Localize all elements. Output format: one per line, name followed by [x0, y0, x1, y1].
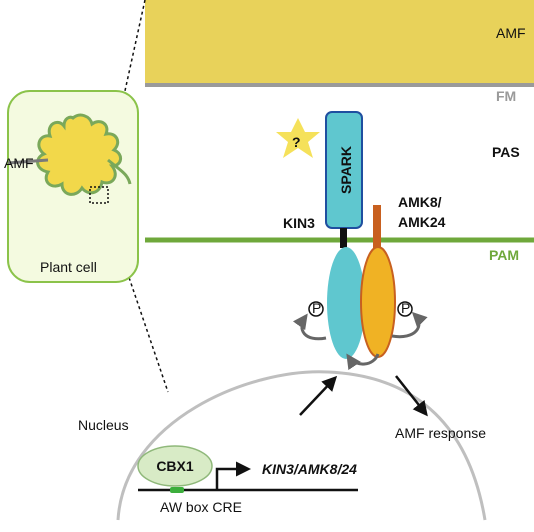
amk-label-line2: AMK24 — [398, 214, 446, 230]
question-star — [276, 118, 320, 158]
amf-in-cell-label: AMF — [4, 155, 34, 171]
cbx1-label: CBX1 — [156, 458, 194, 474]
amf-band-label: AMF — [496, 25, 526, 41]
amf-response-label: AMF response — [395, 425, 486, 441]
kin3-transmembrane — [340, 228, 347, 248]
phospho-right-label: P — [401, 300, 410, 316]
amf-in-cell — [7, 113, 132, 196]
autophos-arrow-right — [391, 311, 428, 339]
amf-band — [145, 0, 534, 84]
spark-label: SPARK — [338, 146, 354, 194]
aw-box-label: AW box CRE — [160, 499, 242, 515]
pas-label: PAS — [492, 144, 520, 160]
kin3-label: KIN3 — [283, 215, 315, 231]
cbx1-factor — [137, 445, 213, 487]
fm-label: FM — [496, 88, 516, 104]
zoom-box — [89, 186, 109, 204]
phospho-right — [397, 301, 413, 317]
target-genes-label: KIN3/AMK8/24 — [262, 461, 357, 477]
transcription-arrow — [215, 461, 251, 490]
nucleus-label: Nucleus — [78, 417, 129, 433]
transphos-arrow — [346, 353, 380, 371]
nucleus-envelope — [116, 370, 487, 521]
kin3-kinase-domain — [327, 247, 365, 359]
aw-box-cre — [170, 487, 184, 493]
amf-response-arrow — [395, 375, 428, 417]
question-mark: ? — [292, 134, 301, 150]
plant-cell-label: Plant cell — [40, 259, 97, 275]
pam-label: PAM — [489, 247, 519, 263]
amk-label-line1: AMK8/ — [398, 194, 442, 210]
phospho-left — [308, 301, 324, 317]
phospho-left-label: P — [312, 300, 321, 316]
autophos-arrow-left — [292, 313, 327, 341]
amk-stalk — [373, 205, 381, 250]
signal-up-arrow — [299, 375, 338, 416]
amk-kinase-domain — [360, 246, 396, 358]
